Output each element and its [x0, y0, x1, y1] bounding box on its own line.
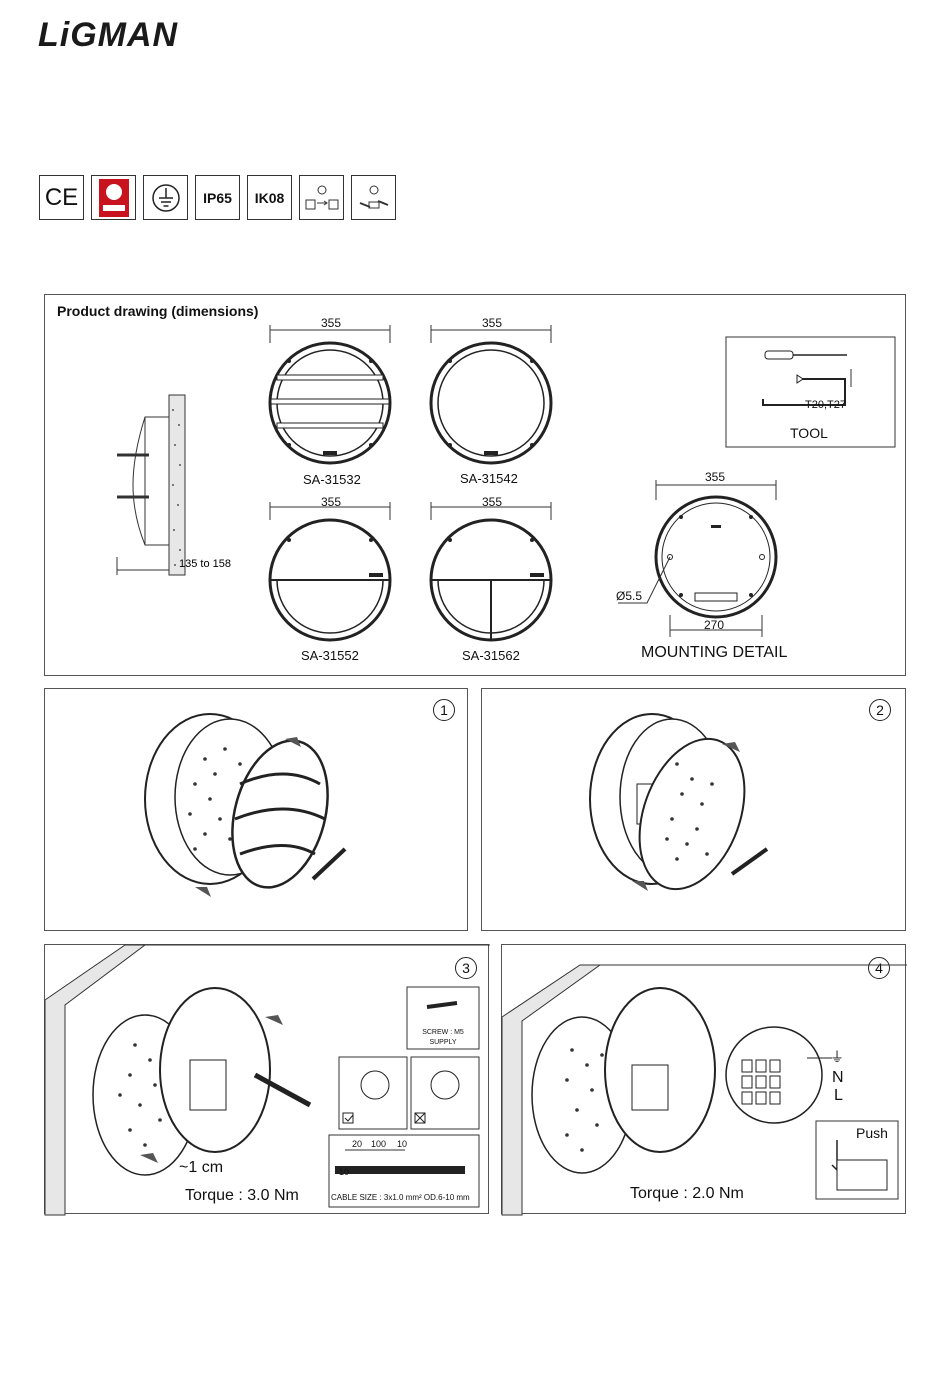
ce-mark-icon: CE — [39, 175, 84, 220]
cable-size-label: CABLE SIZE : 3x1.0 mm² OD.6-10 mm — [331, 1193, 470, 1202]
step-2-panel: 2 — [481, 688, 906, 931]
cert-label: IK08 — [255, 190, 285, 206]
screw-label: SCREW : M5 — [413, 1029, 473, 1036]
mounting-spacing-label: 270 — [704, 618, 724, 632]
neutral-label: N — [832, 1069, 844, 1087]
model-31542-drawing — [431, 325, 551, 463]
ground-symbol: ⏚ — [830, 1047, 844, 1067]
side-dim-label: 135 to 158 — [179, 558, 231, 570]
strip-approx-label: ~1 cm — [179, 1159, 223, 1177]
cert-label: CE — [45, 184, 78, 212]
product-drawing-panel: Product drawing (dimensions) 135 to 158 — [44, 294, 906, 676]
dimension-drawing: 135 to 158 — [45, 295, 907, 677]
model-width-label: 355 — [321, 316, 341, 330]
model-31552-drawing — [270, 502, 390, 640]
model-31532-drawing — [270, 325, 390, 463]
strip-length-b: 100 — [371, 1139, 386, 1149]
model-31562-drawing — [431, 502, 551, 640]
quality-seal-icon — [91, 175, 136, 220]
strip-length-c: 10 — [397, 1139, 407, 1149]
connection-icon — [351, 175, 396, 220]
torque-label: Torque : 2.0 Nm — [630, 1185, 744, 1203]
strip-length-a: 20 — [352, 1139, 362, 1149]
strip-length-d: 10 — [339, 1167, 349, 1177]
hole-diameter-label: Ø5.5 — [616, 589, 642, 603]
mounting-width-label: 355 — [705, 470, 725, 484]
tool-label: TOOL — [790, 425, 828, 441]
step-1-illustration — [45, 689, 469, 932]
screw-supply-label: SUPPLY — [413, 1039, 473, 1046]
model-width-label: 355 — [482, 316, 502, 330]
mounting-detail-drawing — [618, 480, 776, 637]
step-1-panel: 1 — [44, 688, 468, 931]
push-label: Push — [856, 1125, 888, 1141]
tool-bits-label: T20,T27 — [805, 399, 846, 411]
model-name: SA-31562 — [462, 648, 520, 663]
torque-label: Torque : 3.0 Nm — [185, 1187, 299, 1205]
ip65-badge: IP65 — [195, 175, 240, 220]
model-width-label: 355 — [482, 495, 502, 509]
mounting-detail-label: MOUNTING DETAIL — [641, 644, 787, 662]
brand-logo: LiGMAN — [38, 16, 178, 55]
model-width-label: 355 — [321, 495, 341, 509]
model-name: SA-31532 — [303, 472, 361, 487]
step-3-panel: 3 SCREW : M5 SUPPLY 20 100 10 10 CABLE S… — [44, 944, 489, 1214]
step-2-illustration — [482, 689, 907, 932]
step-4-panel: 4 ⏚ N L Push Torque : 2.0 Nm — [501, 944, 906, 1214]
cert-label: IP65 — [203, 190, 232, 206]
swap-icon — [299, 175, 344, 220]
ground-icon — [143, 175, 188, 220]
model-name: SA-31552 — [301, 648, 359, 663]
step-4-illustration — [502, 945, 907, 1215]
live-label: L — [834, 1087, 843, 1105]
step-3-illustration — [45, 945, 490, 1215]
model-name: SA-31542 — [460, 471, 518, 486]
ik08-badge: IK08 — [247, 175, 292, 220]
